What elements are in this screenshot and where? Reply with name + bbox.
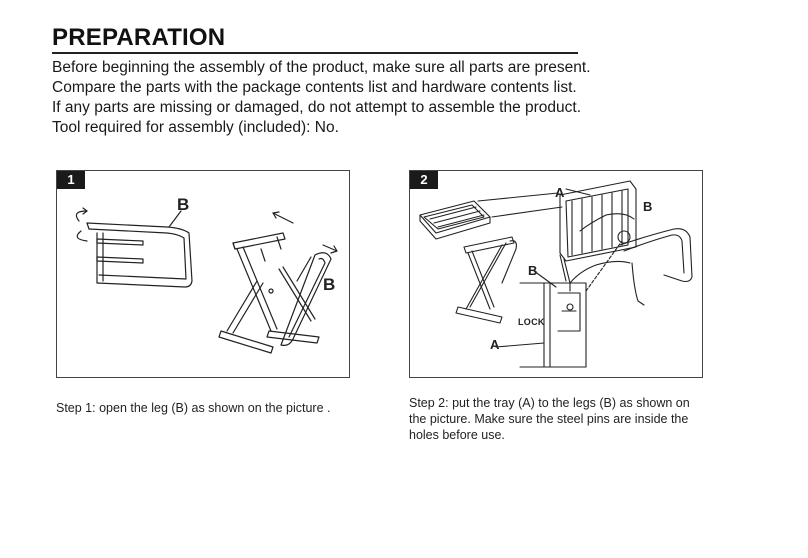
part-b-label: B [177, 195, 190, 214]
lock-label: LOCK [518, 317, 545, 327]
intro-line: Compare the parts with the package conte… [52, 79, 577, 96]
step-2-caption: Step 2: put the tray (A) to the legs (B)… [409, 396, 690, 442]
tray-assembly-drawing [419, 180, 693, 368]
folding-legs-drawing [75, 207, 338, 354]
intro-line: If any parts are missing or damaged, do … [52, 99, 582, 116]
step-1-caption: Step 1: open the leg (B) as shown on the… [56, 401, 331, 415]
step-1-illustration: 1 B B [56, 170, 350, 378]
step-2-number-badge: 2 [410, 171, 438, 189]
title-divider [52, 52, 578, 54]
step-1-number-badge: 1 [57, 171, 85, 189]
part-b-label: B [323, 275, 336, 294]
part-b-label: B [528, 263, 538, 278]
part-a-label: A [490, 337, 500, 352]
intro-text: Before beginning the assembly of the pro… [52, 58, 612, 138]
part-b-label: B [643, 199, 653, 214]
step-2-illustration: 2 A B B LOCK A [409, 170, 703, 378]
page-title: PREPARATION [52, 24, 226, 51]
intro-line: Before beginning the assembly of the pro… [52, 59, 591, 76]
part-a-label: A [555, 185, 565, 200]
intro-line: Tool required for assembly (included): N… [52, 119, 339, 136]
